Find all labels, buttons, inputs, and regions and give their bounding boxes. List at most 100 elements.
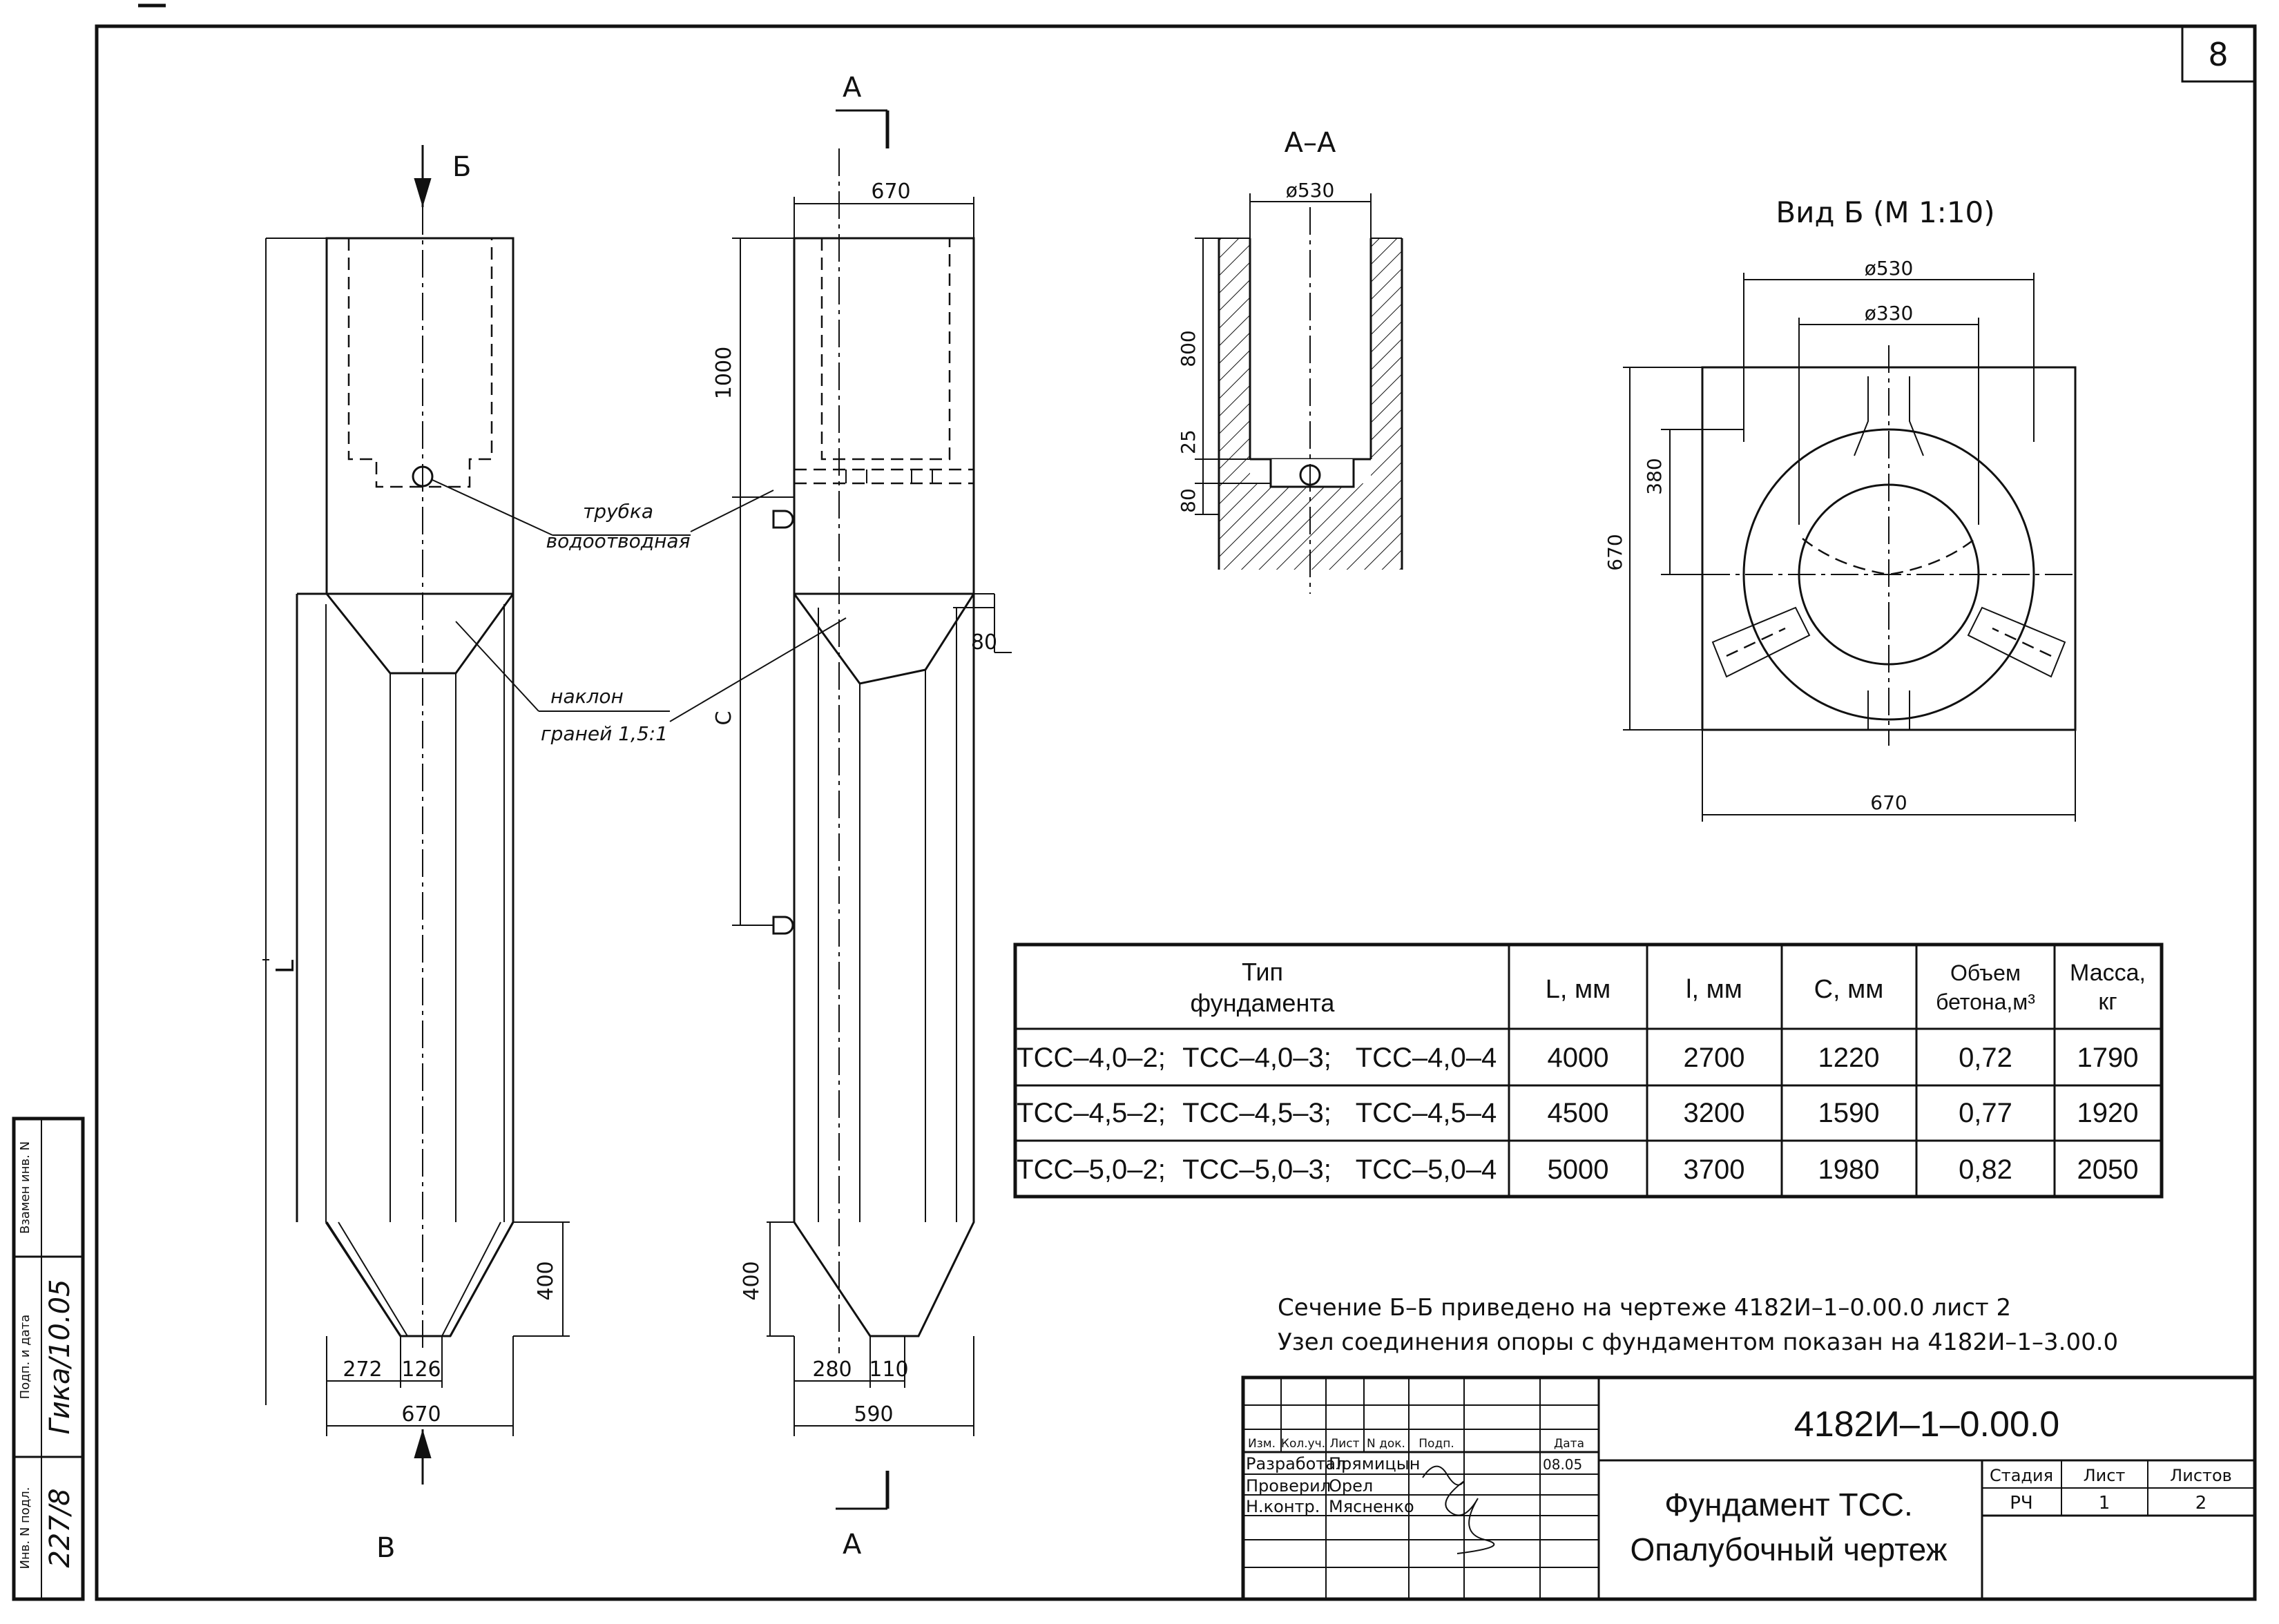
cell-type: ТСС–5,0–2; xyxy=(1017,1154,1166,1185)
tb-col-ndok: N док. xyxy=(1367,1437,1405,1451)
tb-stage-label: Стадия xyxy=(1990,1466,2053,1485)
dim-aa-80: 80 xyxy=(1177,488,1200,513)
table-row: ТСС–5,0–2; ТСС–5,0–3; ТСС–5,0–4 5000 370… xyxy=(1017,1154,2138,1185)
cell-volume: 0,72 xyxy=(1959,1043,2012,1073)
note-1: Сечение Б–Б приведено на чертеже 4182И–1… xyxy=(1278,1294,2011,1322)
tb-name-normcontrol: Мясненко xyxy=(1329,1497,1414,1516)
dim-670-side: 670 xyxy=(871,180,910,204)
dim-aa-800: 800 xyxy=(1177,330,1200,367)
th-L: L, мм xyxy=(1546,975,1611,1004)
tb-sheet-label: Лист xyxy=(2084,1466,2126,1485)
tb-sheets-label: Листов xyxy=(2170,1466,2232,1485)
stamp-inv-value: 227/8 xyxy=(44,1488,76,1567)
cell-C: 1980 xyxy=(1818,1154,1880,1185)
cell-type: ТСС–4,0–4 xyxy=(1356,1043,1497,1073)
th-l: l, мм xyxy=(1686,975,1742,1004)
dim-aa-530: ø530 xyxy=(1286,179,1335,202)
cell-type: ТСС–4,5–2; xyxy=(1017,1098,1166,1128)
dim-aa-25: 25 xyxy=(1177,429,1200,454)
dim-400-side: 400 xyxy=(740,1261,764,1300)
th-vol-1: Объем xyxy=(1950,960,2021,985)
th-vol-2: бетона,м³ xyxy=(1936,989,2035,1014)
callout-pipe-line1: трубка xyxy=(583,500,653,523)
tb-col-izm: Изм. xyxy=(1248,1437,1276,1451)
dim-272: 272 xyxy=(343,1357,382,1382)
tb-role-checker: Проверил xyxy=(1246,1476,1331,1496)
dim-vb-670-horizontal: 670 xyxy=(1870,791,1907,814)
dim-vb-330: ø330 xyxy=(1865,302,1914,325)
specification-table: Тип фундамента L, мм l, мм C, мм Объем б… xyxy=(1013,942,2164,1199)
dim-400-front: 400 xyxy=(534,1261,558,1300)
view-arrow-label-v: В xyxy=(376,1532,395,1564)
tb-col-kol: Кол.уч. xyxy=(1281,1437,1325,1451)
dim-110: 110 xyxy=(869,1357,908,1382)
dim-280: 280 xyxy=(812,1357,852,1382)
callout-slope-line2: граней 1,5:1 xyxy=(541,722,668,745)
cell-mass: 2050 xyxy=(2077,1154,2139,1185)
view-arrow-label-b: Б xyxy=(452,151,471,183)
dim-C: C xyxy=(712,711,736,726)
tb-col-podp: Подп. xyxy=(1419,1437,1454,1451)
section-a-a: А–А ø530 800 25 80 xyxy=(1177,127,1403,594)
cell-C: 1590 xyxy=(1818,1098,1880,1128)
tb-sheets-value: 2 xyxy=(2195,1493,2207,1514)
dim-vb-670-vertical: 670 xyxy=(1604,534,1626,570)
cell-l: 3200 xyxy=(1684,1098,1745,1128)
table-row: ТСС–4,0–2; ТСС–4,0–3; ТСС–4,0–4 4000 270… xyxy=(1017,1043,2138,1073)
cell-type: ТСС–4,0–2; xyxy=(1017,1043,1166,1073)
stamp-sign-value: Гика/10.05 xyxy=(44,1279,76,1435)
stamp-replace-label: Взамен инв. N xyxy=(18,1141,32,1234)
signature-mark xyxy=(1422,1465,1495,1554)
cell-L: 4500 xyxy=(1548,1098,1609,1128)
view-b-title: Вид Б (М 1:10) xyxy=(1776,195,1994,229)
cell-type: ТСС–4,0–3; xyxy=(1182,1043,1331,1073)
side-view: А А 670 1000 C xyxy=(669,72,1012,1560)
section-mark-a-top: А xyxy=(843,72,862,104)
cell-volume: 0,77 xyxy=(1959,1098,2012,1128)
cell-volume: 0,82 xyxy=(1959,1154,2012,1185)
front-view: Б В L 272 126 670 xyxy=(262,145,691,1564)
cell-type: ТСС–5,0–3; xyxy=(1182,1154,1331,1185)
cell-L: 5000 xyxy=(1548,1154,1609,1185)
section-aa-title: А–А xyxy=(1285,127,1336,159)
cell-mass: 1920 xyxy=(2077,1098,2139,1128)
callout-pipe-line2: водоотводная xyxy=(546,530,691,552)
tb-col-date: Дата xyxy=(1554,1437,1584,1451)
cell-type: ТСС–4,5–4 xyxy=(1356,1098,1497,1128)
sheet-frame: 8 xyxy=(95,3,2257,1601)
dim-590: 590 xyxy=(854,1402,893,1427)
section-mark-a-bottom: А xyxy=(843,1529,862,1560)
cell-l: 2700 xyxy=(1684,1043,1745,1073)
callout-slope-line1: наклон xyxy=(550,685,624,708)
notes: Сечение Б–Б приведено на чертеже 4182И–1… xyxy=(1278,1294,2118,1356)
tb-title-line2: Опалубочный чертеж xyxy=(1631,1531,1948,1567)
th-C: C, мм xyxy=(1814,975,1884,1004)
note-2: Узел соединения опоры с фундаментом пока… xyxy=(1278,1328,2118,1356)
dim-670-front: 670 xyxy=(401,1402,441,1427)
tb-stage-value: РЧ xyxy=(2010,1493,2033,1514)
view-b: Вид Б (М 1:10) ø530 ø330 670 380 xyxy=(1604,195,2077,822)
cell-type: ТСС–5,0–4 xyxy=(1356,1154,1497,1185)
tb-title-line1: Фундамент ТСС. xyxy=(1664,1487,1913,1522)
title-block: Изм. Кол.уч. Лист N док. Подп. Дата Разр… xyxy=(1241,1375,2257,1601)
dim-vb-380: 380 xyxy=(1643,458,1666,494)
dim-label-L: L xyxy=(271,960,300,974)
dim-vb-530: ø530 xyxy=(1865,257,1914,280)
th-mass-2: кг xyxy=(2098,989,2117,1015)
cell-C: 1220 xyxy=(1818,1043,1880,1073)
table-row: ТСС–4,5–2; ТСС–4,5–3; ТСС–4,5–4 4500 320… xyxy=(1017,1098,2138,1128)
th-mass-1: Масса, xyxy=(2070,960,2146,986)
dim-80-side: 80 xyxy=(971,630,997,655)
tb-name-checker: Орел xyxy=(1329,1476,1373,1496)
stamp-sign-label: Подп. и дата xyxy=(18,1315,32,1400)
tb-doc-code: 4182И–1–0.00.0 xyxy=(1794,1404,2059,1444)
tb-role-normcontrol: Н.контр. xyxy=(1246,1497,1320,1516)
cell-l: 3700 xyxy=(1684,1154,1745,1185)
page-number: 8 xyxy=(2208,36,2228,73)
th-type-1: Тип xyxy=(1242,958,1283,986)
th-type-2: фундамента xyxy=(1191,989,1336,1017)
tb-col-list: Лист xyxy=(1329,1437,1359,1451)
tb-sheet-value: 1 xyxy=(2099,1493,2110,1514)
tb-role-developer: Разработал xyxy=(1246,1454,1346,1473)
